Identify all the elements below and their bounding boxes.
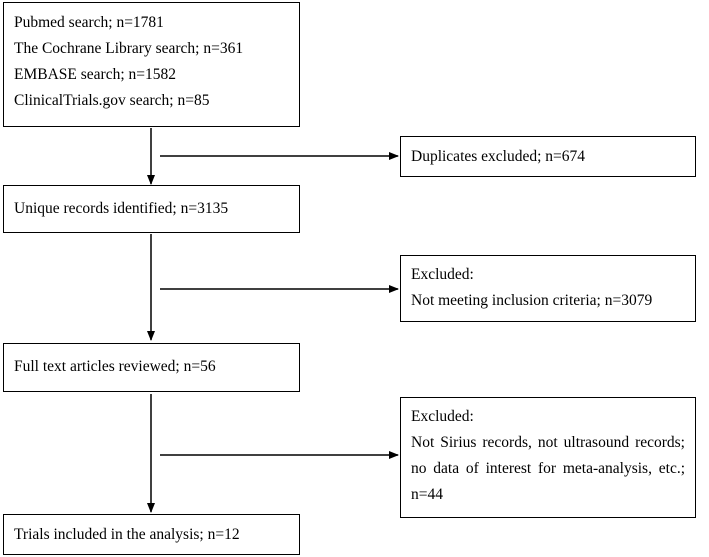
excluded-criteria-box: Excluded: Not meeting inclusion criteria… [400,255,696,322]
duplicates-excluded-text: Duplicates excluded; n=674 [411,148,586,165]
full-text-reviewed-text: Full text articles reviewed; n=56 [14,358,216,375]
unique-records-box: Unique records identified; n=3135 [3,185,300,233]
search-line-clinicaltrials: ClinicalTrials.gov search; n=85 [14,92,210,109]
search-line-embase: EMBASE search; n=1582 [14,66,177,83]
trials-included-box: Trials included in the analysis; n=12 [3,514,300,555]
search-line-cochrane: The Cochrane Library search; n=361 [14,40,244,57]
trials-included-text: Trials included in the analysis; n=12 [14,526,240,543]
excluded-criteria-title: Excluded: [411,266,474,283]
search-sources-box: Pubmed search; n=1781 The Cochrane Libra… [3,2,300,127]
search-line-pubmed: Pubmed search; n=1781 [14,14,164,31]
unique-records-text: Unique records identified; n=3135 [14,200,229,217]
excluded-other-box: Excluded: Not Sirius records, not ultras… [400,397,696,518]
full-text-reviewed-box: Full text articles reviewed; n=56 [3,343,300,392]
excluded-other-text: Not Sirius records, not ultrasound recor… [411,434,685,503]
excluded-other-title: Excluded: [411,408,474,425]
excluded-criteria-text: Not meeting inclusion criteria; n=3079 [411,292,653,309]
duplicates-excluded-box: Duplicates excluded; n=674 [400,136,696,177]
